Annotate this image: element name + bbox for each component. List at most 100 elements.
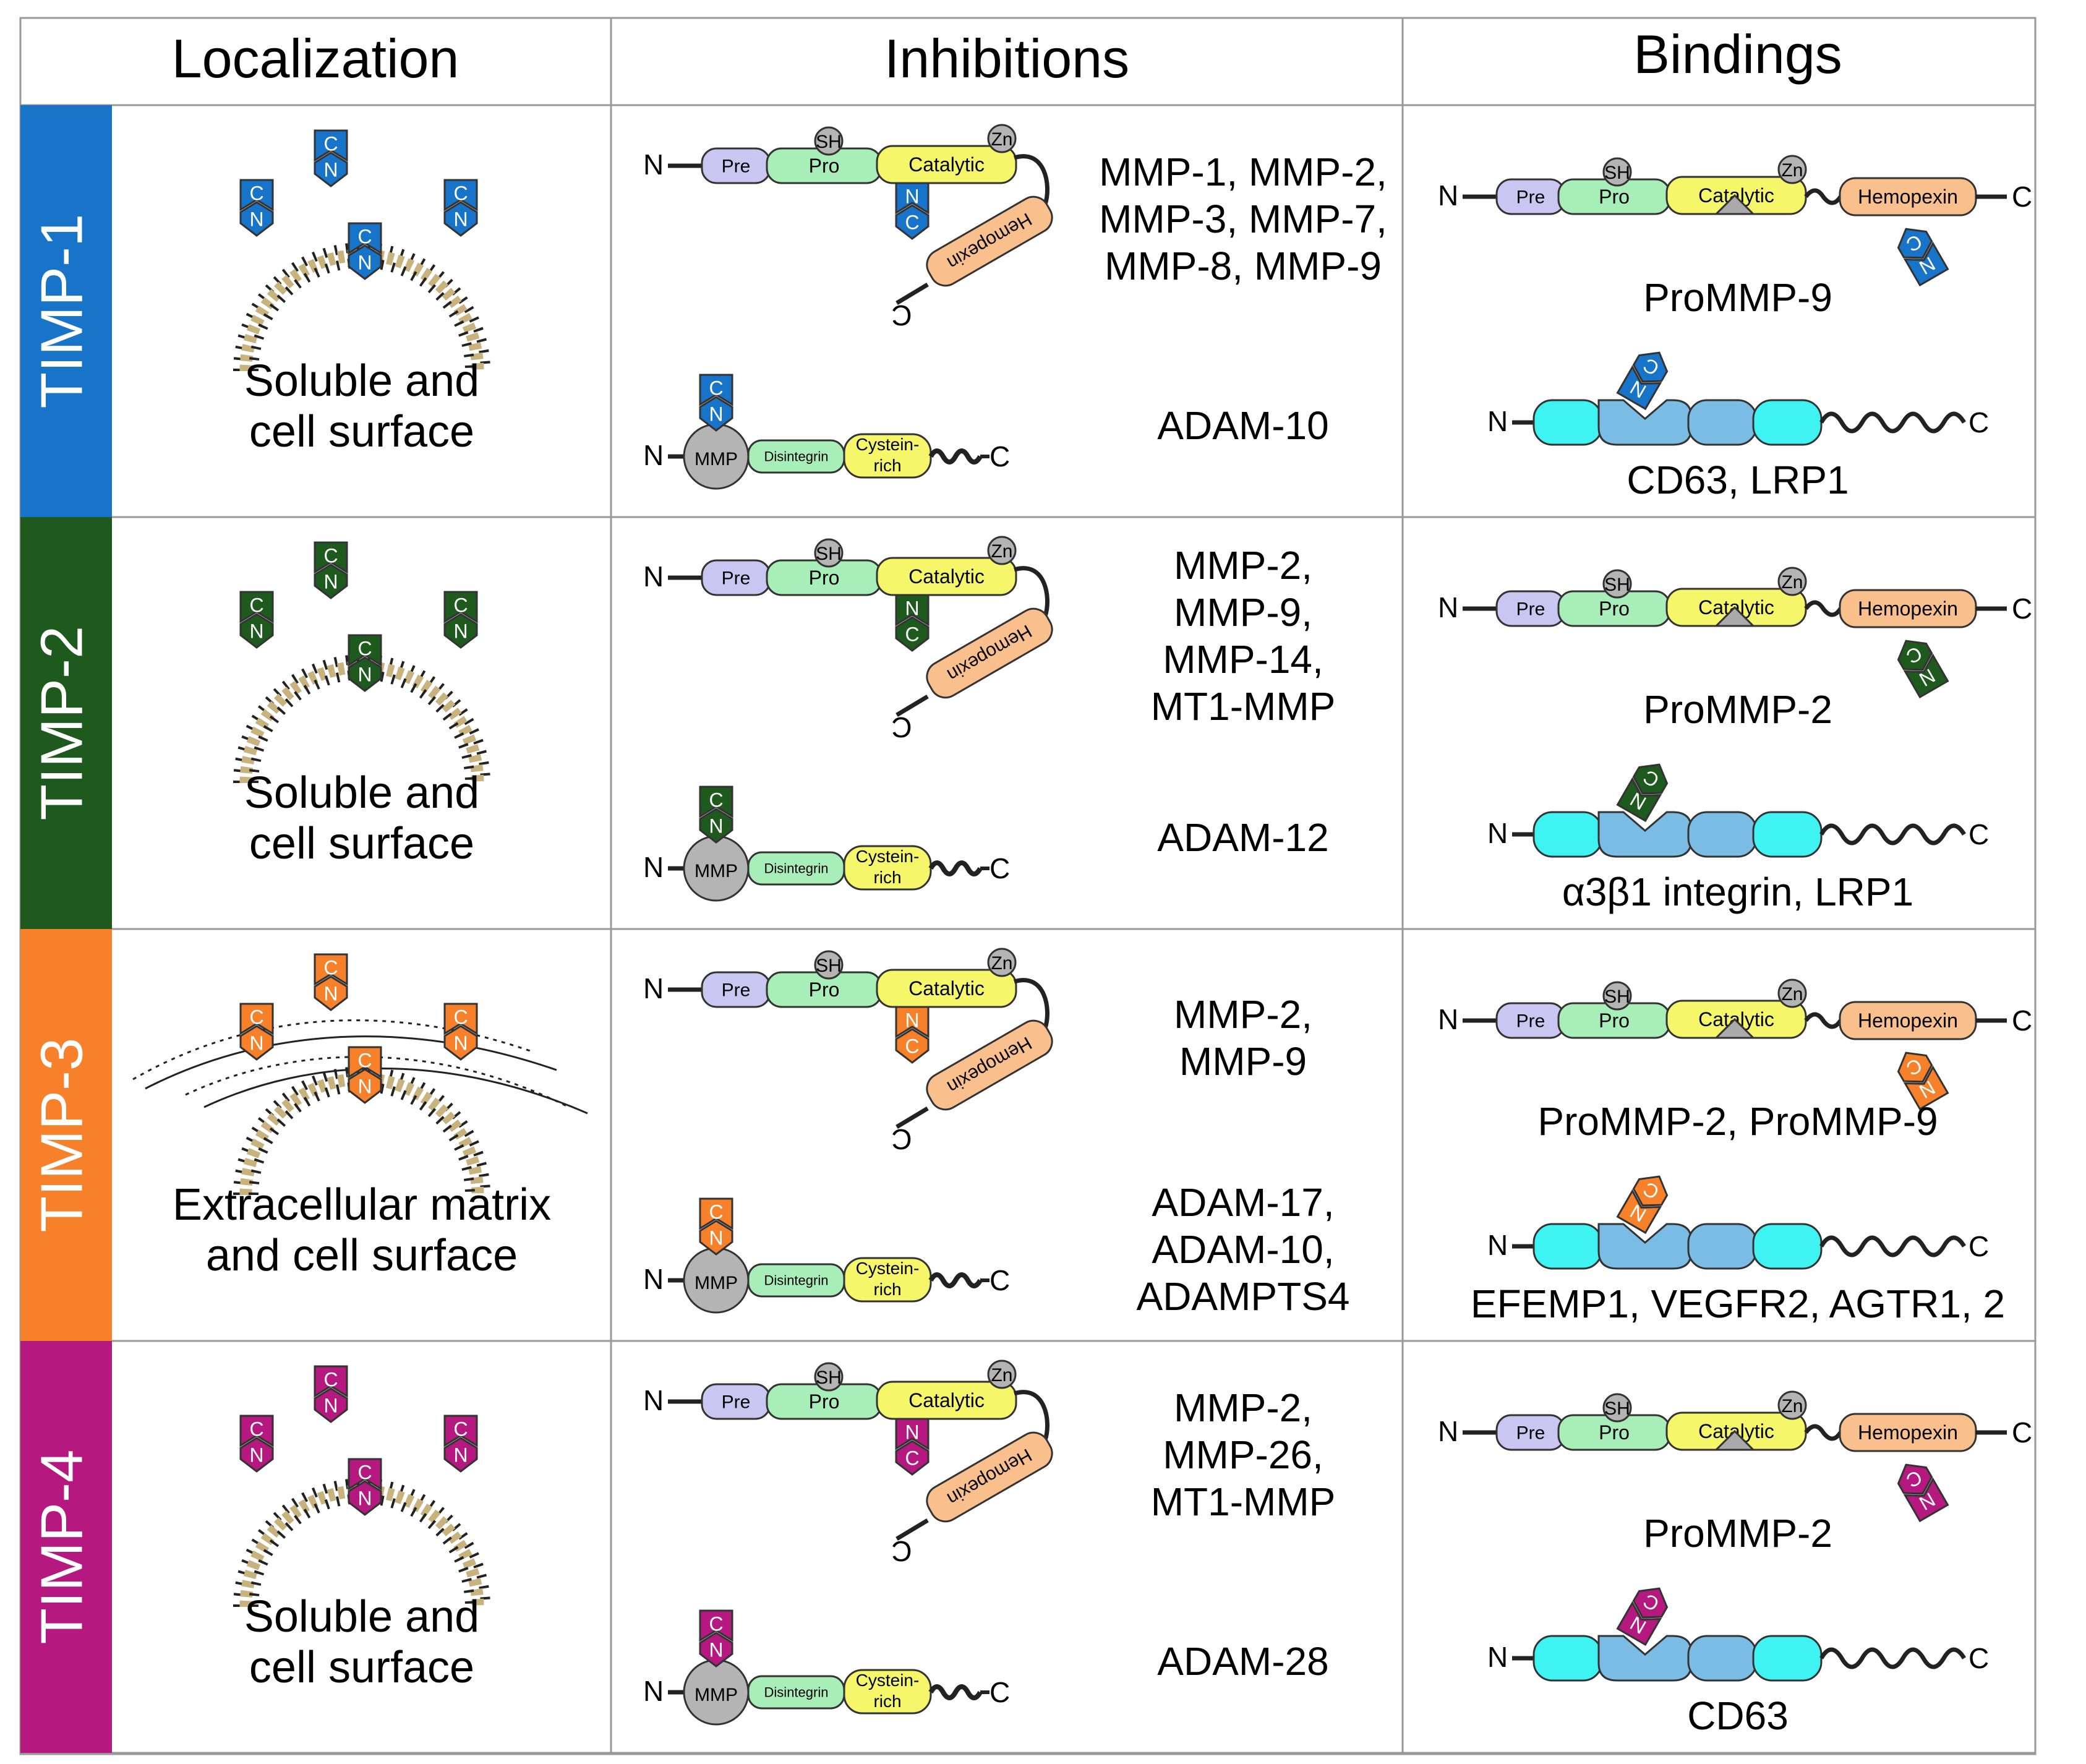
- wedge-bottom: [314, 1387, 348, 1423]
- wedge-bottom: [895, 1440, 930, 1476]
- cofactor-ball: [1602, 981, 1632, 1011]
- timp-wedge-icon: CN: [443, 179, 478, 237]
- cofactor-ball: [987, 536, 1017, 565]
- wedge-letter: N: [709, 403, 723, 425]
- transmembrane-tail: [1819, 1235, 1966, 1257]
- wedge-top: [699, 374, 733, 406]
- receptor-domain: [1687, 1223, 1758, 1270]
- cofactor-ball: [814, 950, 844, 980]
- wedge-letter: C: [249, 182, 263, 204]
- wedge-letter: C: [709, 789, 723, 811]
- timp-wedge-icon: NC: [895, 1006, 930, 1064]
- timp-label-band: [20, 929, 112, 1341]
- ecm-fiber: [203, 1068, 588, 1115]
- localization-text: Soluble and: [244, 1592, 479, 1642]
- hemopexin-domain: Hemopexin: [926, 195, 1053, 287]
- timp-wedge-icon: CN: [239, 1415, 274, 1473]
- c-terminus-label: C: [1968, 818, 1989, 850]
- hemopexin-domain: Hemopexin: [926, 1019, 1053, 1111]
- inhibited-adam-text: ADAM-10,: [1152, 1227, 1334, 1272]
- cofactor-label: Zn: [1781, 160, 1803, 181]
- receptor-domain: [1597, 811, 1693, 858]
- timp-wedge-icon: CN: [314, 1365, 348, 1423]
- localization-text: cell surface: [249, 407, 474, 456]
- receptor-domain: [1687, 811, 1758, 858]
- wedge-bottom: [443, 201, 478, 237]
- inhibited-adam-text: ADAM-10: [1157, 403, 1328, 448]
- wedge-letter: C: [709, 1201, 723, 1223]
- cofactor-label: SH: [1604, 1398, 1630, 1419]
- transmembrane: [928, 448, 983, 465]
- wedge-top: [895, 1418, 930, 1450]
- n-terminus-label: N: [1438, 1003, 1458, 1035]
- timp-wedge-icon: CN: [314, 953, 348, 1011]
- pre-domain-label: Pre: [722, 980, 751, 1001]
- linker: [1804, 1012, 1842, 1029]
- c-terminus-label: C: [2012, 1004, 2032, 1037]
- transmembrane: [928, 860, 983, 876]
- receptor-domain: [1532, 811, 1603, 858]
- timp-wedge-icon: CN: [443, 1003, 478, 1061]
- hemopexin-domain: Hemopexin: [926, 1431, 1053, 1523]
- inhibited-mmp-text: MMP-14,: [1163, 637, 1323, 682]
- wedge-letter: N: [357, 251, 372, 273]
- wedge-letter: N: [323, 1394, 338, 1416]
- transmembrane-tail: [1819, 1647, 1966, 1669]
- wedge-letter: N: [249, 208, 263, 230]
- n-terminus-label: N: [643, 1384, 664, 1416]
- receptor-domain: [1532, 1635, 1603, 1682]
- header-inhibitions: Inhibitions: [884, 28, 1129, 89]
- timp-wedge-icon: NC: [1616, 1587, 1669, 1646]
- timp-wedge-icon: CN: [314, 129, 348, 187]
- c-terminus-label: C: [891, 1535, 912, 1567]
- cysteine-label-2: rich: [873, 868, 901, 887]
- wedge-top: [239, 591, 274, 623]
- wedge-top: [348, 222, 382, 255]
- n-terminus-label: N: [643, 972, 664, 1004]
- cysteine-label-2: rich: [873, 1280, 901, 1299]
- wedge-bottom: [239, 613, 274, 649]
- active-site-icon: [1714, 606, 1756, 627]
- wedge-bottom: [314, 975, 348, 1011]
- wedge-top: [443, 1415, 478, 1447]
- n-terminus-label: N: [1438, 179, 1458, 212]
- transmembrane: [928, 1272, 983, 1288]
- cofactor-label: Zn: [1781, 572, 1803, 593]
- receptor-domain: [1752, 1223, 1823, 1270]
- wedge-top: [443, 179, 478, 212]
- wedge-top: [314, 1365, 348, 1398]
- wedge-letter: N: [323, 158, 338, 181]
- c-terminus-label: C: [1968, 1642, 1989, 1674]
- cofactor-label: SH: [1604, 163, 1630, 183]
- timp-wedge-icon: CN: [314, 541, 348, 599]
- wedge-bottom: [699, 1632, 733, 1668]
- pre-domain-label: Pre: [1516, 1011, 1545, 1032]
- pre-domain-label: Pre: [722, 568, 751, 589]
- catalytic-domain-label: Catalytic: [908, 1389, 985, 1411]
- wedge-top: [1903, 241, 1949, 287]
- hemopexin-domain-label: Hemopexin: [1858, 186, 1958, 208]
- wedge-letter: N: [453, 1032, 468, 1054]
- wedge-bottom: [239, 201, 274, 237]
- localization-text: and cell surface: [206, 1231, 518, 1280]
- cofactor-label: Zn: [991, 953, 1012, 974]
- wedge-letter: C: [323, 544, 338, 567]
- c-terminus-label: C: [2012, 1416, 2032, 1449]
- wedge-letter: N: [249, 1444, 263, 1466]
- wedge-letter: N: [709, 815, 723, 837]
- wedge-letter: C: [357, 1461, 372, 1483]
- timp-wedge-icon: CN: [443, 591, 478, 649]
- hemopexin-box: [926, 195, 1053, 287]
- wedge-top: [239, 1003, 274, 1035]
- cofactor-ball: [987, 1359, 1017, 1389]
- c-terminus-label: C: [990, 1264, 1010, 1296]
- wedge-top: [1616, 1601, 1662, 1646]
